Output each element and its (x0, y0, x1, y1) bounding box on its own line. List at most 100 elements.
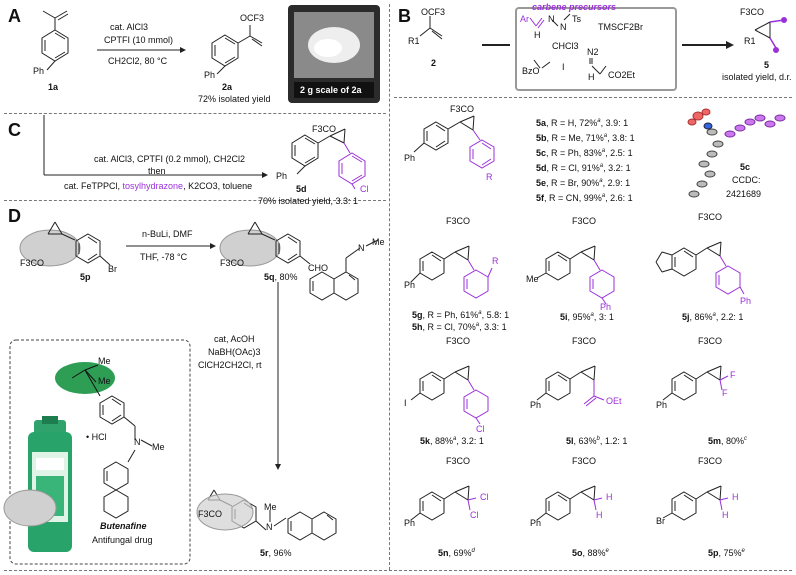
divider-b-top (394, 97, 792, 98)
precursor-bzo: BzO (522, 66, 540, 76)
entry-5f: 5f, R = CN, 99%a, 2.6: 1 (536, 193, 633, 203)
cyclopropyl-highlight-5r (3, 489, 57, 527)
conditions-a: CH2Cl2, 80 °C (108, 56, 168, 66)
step2-reagent-3: ClCH2CH2Cl, rt (198, 360, 262, 370)
compound-5d-structure (291, 128, 346, 175)
drug-use: Antifungal drug (92, 535, 153, 545)
label-cl-5d: Cl (360, 184, 369, 194)
label-me-5i: Me (526, 274, 539, 284)
label-f3co-5p: F3CO (20, 258, 45, 268)
label-ph-5j: Ph (740, 296, 752, 306)
entry-5c: 5c, R = Ph, 83%a, 2.5: 1 (536, 148, 633, 158)
panel-a-scheme (41, 5, 380, 103)
precursor-co2et: CO2Et (608, 70, 636, 80)
panel-b-scheme (419, 7, 787, 91)
butenafine-inset (9, 339, 191, 565)
panel-c-line-1: cat. AlCl3, CPTFI (0.2 mmol), CH2Cl2 (94, 154, 246, 164)
label-5d: 5d (296, 184, 307, 194)
crystal-label-5c: 5c (740, 162, 751, 172)
label-f3co-5af: F3CO (450, 104, 475, 114)
precursor-n2: N (560, 22, 567, 32)
step1-conditions: THF, -78 °C (140, 252, 188, 262)
label-h2-5o: H (596, 510, 603, 520)
tbutyl-highlight (55, 362, 115, 394)
label-2a: 2a (222, 82, 233, 92)
label-r1-5: R1 (744, 36, 756, 46)
label-ph-5n: Ph (404, 518, 416, 528)
panel-letter-c: C (8, 120, 21, 140)
label-f3co-5l: F3CO (572, 336, 597, 346)
label-cl2-5n: Cl (470, 510, 479, 520)
ccdc-label: CCDC: (732, 175, 761, 185)
photo-caption: 2 g scale of 2a (300, 85, 362, 95)
label-f3co-5p-grid: F3CO (698, 456, 723, 466)
label-f1-5m: F (730, 370, 736, 380)
entry-5d: 5d, R = Cl, 91%a, 3.2: 1 (536, 163, 631, 173)
caption-5p: 5p, 75%e (708, 548, 745, 558)
label-me-c-butenafine: Me (152, 442, 165, 452)
precursor-n2-diazo: N2 (587, 47, 599, 57)
ccdc-number: 2421689 (726, 189, 762, 199)
label-cl1-5n: Cl (480, 492, 489, 502)
step2-reagent-1: cat, AcOH (214, 334, 255, 344)
label-r-5af: R (486, 172, 493, 182)
drug-name: Butenafine (100, 521, 147, 531)
precursor-tmscf2br: TMSCF2Br (598, 22, 643, 32)
label-ph-5l: Ph (530, 400, 542, 410)
compound-1a-structure (41, 10, 69, 71)
divider-c-d (4, 200, 386, 201)
panel-d-scheme (3, 221, 379, 565)
label-n-5r: N (266, 522, 273, 532)
panel-letter-b: B (398, 6, 411, 26)
label-ph-5g: Ph (404, 280, 416, 290)
precursor-chcl3: CHCl3 (552, 41, 579, 51)
crystal-structure-5c (687, 108, 786, 198)
label-f3co-5: F3CO (740, 7, 765, 17)
entry-5a: 5a, R = H, 72%a, 3.9: 1 (536, 118, 629, 128)
label-me-a-butenafine: Me (98, 356, 111, 366)
label-2: 2 (431, 58, 437, 68)
label-h1-5p: H (732, 492, 739, 502)
label-cl-5k: Cl (476, 424, 485, 434)
panel-c-line-2: then (148, 166, 166, 176)
label-ph-5m: Ph (656, 400, 668, 410)
yield-5d: 70% isolated yield, 3.3: 1 (258, 196, 359, 206)
label-5: 5 (764, 60, 770, 70)
label-5p-d: 5p (80, 272, 91, 282)
caption-5o: 5o, 88%e (572, 548, 609, 558)
label-ph-5d: Ph (276, 171, 288, 181)
caption-5i: 5i, 95%a, 3: 1 (560, 312, 614, 322)
label-hcl: • HCl (86, 432, 107, 442)
label-oet-5l: OEt (606, 396, 622, 406)
label-cho-5q: CHO (308, 263, 328, 273)
caption-5g: 5g, R = Ph, 61%a, 5.8: 1 (412, 310, 510, 320)
precursor-h1: H (534, 30, 541, 40)
panel-letter-a: A (8, 6, 21, 26)
label-r1-2: R1 (408, 36, 420, 46)
label-5q: 5q, 80% (264, 272, 298, 282)
step2-reagent-2: NaBH(OAc)3 (208, 347, 261, 357)
precursor-ts: Ts (572, 14, 581, 24)
label-5r: 5r, 96% (260, 548, 292, 558)
caption-5k: 5k, 88%a, 3.2: 1 (420, 436, 484, 446)
yield-2a: 72% isolated yield (198, 94, 271, 104)
label-br-5p: Br (108, 264, 117, 274)
label-f3co-5o: F3CO (572, 456, 597, 466)
label-f3co-5r: F3CO (198, 509, 223, 519)
divider-a-c (4, 113, 386, 114)
label-f3co-5k: F3CO (446, 336, 471, 346)
compound-2a-structure (211, 25, 263, 75)
label-f3co-5i: F3CO (572, 216, 597, 226)
cyclopropyl-highlight-5r-main (196, 493, 254, 531)
spray-bottle-photo (28, 416, 72, 552)
label-1a: 1a (48, 82, 59, 92)
caption-5l: 5l, 63%b, 1.2: 1 (566, 436, 628, 446)
label-f3co-5q: F3CO (220, 258, 245, 268)
label-ph-5af: Ph (404, 153, 416, 163)
panel-c-scheme (43, 115, 366, 190)
label-nh-amine: N (358, 243, 365, 253)
vertical-divider (389, 4, 390, 570)
reagent-cptfi: CPTFI (10 mmol) (104, 35, 174, 45)
label-f3co-5n: F3CO (446, 456, 471, 466)
label-f3co-5d: F3CO (312, 124, 337, 134)
